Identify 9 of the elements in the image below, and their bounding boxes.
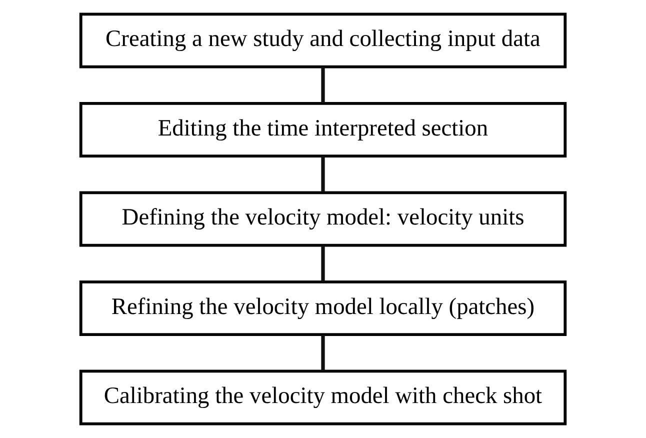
connector (321, 156, 325, 192)
node-box: Refining the velocity model locally (patches) (79, 280, 567, 336)
connector (321, 66, 325, 104)
node-box: Creating a new study and collecting input data (79, 12, 567, 68)
connector (321, 334, 325, 371)
connector (321, 245, 325, 282)
node-box: Calibrating the velocity model with check shot (79, 370, 567, 426)
node-box: Editing the time interpreted section (79, 102, 567, 158)
node-box: Defining the velocity model: velocity units (79, 191, 567, 247)
